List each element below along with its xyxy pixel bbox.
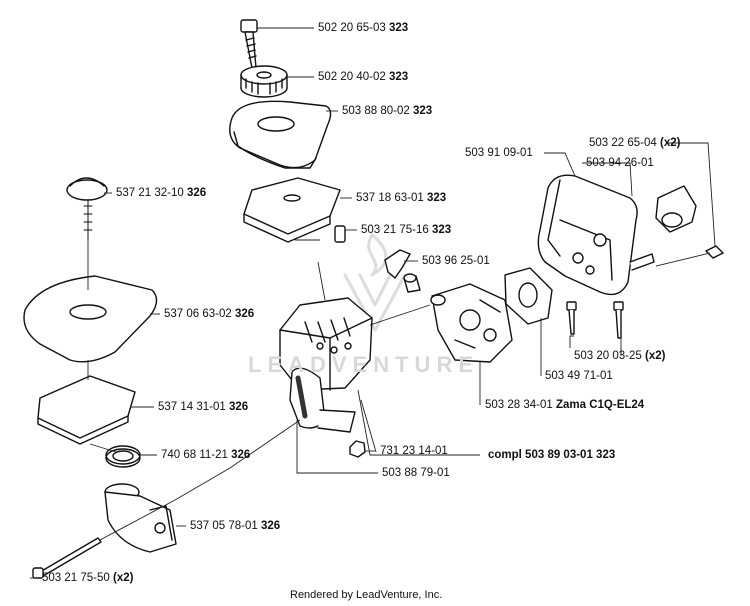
small-screw xyxy=(334,225,346,243)
housing-bolt-2 xyxy=(613,301,624,339)
part-label: 502 20 65-03 323 xyxy=(318,22,409,34)
part-label: 537 14 31-01 326 xyxy=(158,401,249,413)
part-label: 537 18 63-01 323 xyxy=(356,192,447,204)
air-filter xyxy=(243,177,341,243)
carb-gasket xyxy=(504,267,553,325)
hex-nut xyxy=(349,440,366,458)
part-label: 503 21 75-16 323 xyxy=(361,224,452,236)
square-washer xyxy=(705,245,724,259)
part-label: 503 21 75-50 (x2) xyxy=(42,572,134,584)
part-label: 503 96 25-01 xyxy=(422,255,490,267)
housing-bolt-1 xyxy=(566,301,577,335)
right-housing xyxy=(537,174,655,296)
leader-lines xyxy=(30,27,716,579)
left-cover xyxy=(23,275,158,363)
part-label: 537 06 63-02 326 xyxy=(164,308,255,320)
left-filter xyxy=(37,375,136,445)
part-label: 503 22 65-04 (x2) xyxy=(589,137,681,149)
part-label: 503 91 09-01 xyxy=(465,147,533,159)
plug-clip xyxy=(655,185,697,233)
long-bolt xyxy=(32,537,102,579)
air-filter-cover xyxy=(229,100,332,169)
part-label: 537 21 32-10 326 xyxy=(116,187,207,199)
watermark-text: LEADVENTURE xyxy=(248,352,480,377)
carburetor xyxy=(430,283,513,363)
part-label: 503 88 80-02 323 xyxy=(342,105,433,117)
watermark-logo xyxy=(343,233,407,332)
tank-cap xyxy=(66,177,108,241)
part-label: 503 94 26-01 xyxy=(586,157,654,169)
fitting xyxy=(403,273,421,293)
primer-bulb xyxy=(289,367,356,433)
part-label: 731 23 14-01 xyxy=(380,445,448,457)
part-label: 502 20 40-02 323 xyxy=(318,71,409,83)
footer-credit: Rendered by LeadVenture, Inc. xyxy=(290,589,443,601)
top-bolt xyxy=(240,19,258,69)
part-label: 740 68 11-21 326 xyxy=(161,449,251,461)
knob xyxy=(240,65,288,98)
part-label: 537 05 78-01 326 xyxy=(190,520,281,532)
part-label: 503 20 03-25 (x2) xyxy=(574,350,666,362)
part-label: 503 49 71-01 xyxy=(545,370,613,382)
gasket-ring xyxy=(105,445,141,468)
air-box xyxy=(279,297,373,391)
part-label: 503 28 34-01 Zama C1Q-EL24 xyxy=(485,399,645,411)
part-label: compl 503 89 03-01 323 xyxy=(488,449,616,461)
intake-elbow xyxy=(104,483,177,553)
part-label: 503 88 79-01 xyxy=(382,467,450,479)
clip xyxy=(384,249,411,279)
